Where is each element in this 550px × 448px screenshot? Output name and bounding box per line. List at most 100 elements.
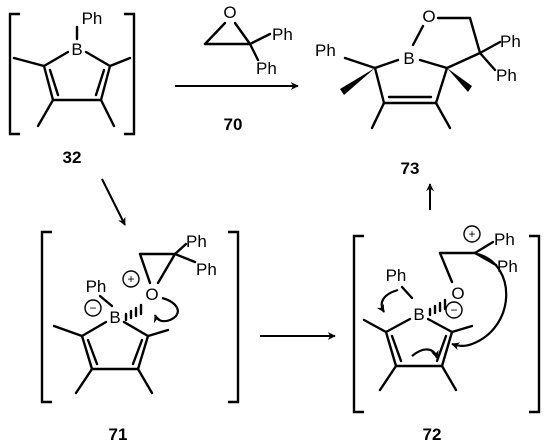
bond xyxy=(248,42,260,62)
double-bond xyxy=(94,68,106,97)
hashed-bond xyxy=(124,303,143,322)
bond xyxy=(343,56,377,70)
positive-charge-circle xyxy=(463,225,481,243)
methyl-bond xyxy=(362,318,388,334)
bond xyxy=(434,66,449,105)
positive-charge: + xyxy=(127,272,134,286)
boron-label: B xyxy=(109,308,120,327)
bracket-left-72 xyxy=(352,234,364,414)
bond xyxy=(445,51,482,70)
negative-charge: − xyxy=(89,301,96,315)
oxygen-label: O xyxy=(422,7,435,26)
curved-arrow xyxy=(153,296,179,324)
bond xyxy=(478,40,502,55)
methyl-bond xyxy=(74,367,94,395)
wedge-bond xyxy=(340,68,375,95)
curved-arrow xyxy=(411,348,439,359)
compound-number-70: 70 xyxy=(224,115,243,134)
bond xyxy=(248,32,272,46)
compound-73: O B Ph Ph Ph 73 xyxy=(315,7,521,178)
bond xyxy=(136,334,150,371)
negative-charge-circle xyxy=(84,299,102,317)
curved-arrow xyxy=(376,288,399,313)
bond xyxy=(80,320,108,338)
methyl-bond xyxy=(99,98,116,128)
phenyl-label: Ph xyxy=(272,25,293,44)
methyl-bond xyxy=(108,56,132,68)
double-bond xyxy=(131,338,144,366)
bond xyxy=(233,21,252,46)
bond xyxy=(373,66,386,105)
bond xyxy=(138,252,152,285)
bond xyxy=(99,64,112,102)
methyl-bond xyxy=(440,364,458,392)
phenyl-label: Ph xyxy=(497,257,518,276)
bond xyxy=(84,50,112,68)
compound-number-72: 72 xyxy=(423,425,442,444)
methyl-bond xyxy=(378,364,398,392)
negative-charge: − xyxy=(450,303,457,317)
boron-label: B xyxy=(413,305,424,324)
oxygen-label: O xyxy=(451,284,464,303)
bracket-right-71 xyxy=(228,230,240,404)
bond xyxy=(42,50,70,68)
positive-charge: + xyxy=(468,227,475,241)
methyl-bond xyxy=(136,367,154,395)
curved-arrow xyxy=(451,252,508,351)
bond xyxy=(384,330,398,368)
compound-number-71: 71 xyxy=(109,425,128,444)
boron-label: B xyxy=(403,49,414,68)
compound-number-32: 32 xyxy=(63,148,82,167)
phenyl-label: Ph xyxy=(86,277,107,296)
bond xyxy=(173,242,188,256)
bond xyxy=(373,58,400,70)
phenyl-label: Ph xyxy=(500,32,521,51)
double-bond xyxy=(390,334,403,363)
phenyl-label: Ph xyxy=(494,230,515,249)
positive-charge-circle xyxy=(122,270,140,288)
bond xyxy=(411,24,425,47)
phenyl-label: Ph xyxy=(186,232,207,251)
negative-charge-circle xyxy=(445,301,463,319)
phenyl-label: Ph xyxy=(82,9,103,28)
bracket-right-72 xyxy=(529,234,541,414)
bond xyxy=(173,252,197,264)
bond xyxy=(42,64,55,102)
bond xyxy=(418,58,449,70)
bond xyxy=(438,251,454,284)
bond xyxy=(440,330,454,368)
boron-label: B xyxy=(71,40,82,59)
bond xyxy=(400,285,414,300)
intermediate-71: Ph Ph + O Ph − B 71 xyxy=(40,230,240,444)
bracket-right-32 xyxy=(124,12,136,136)
phenyl-label: Ph xyxy=(196,260,217,279)
bond xyxy=(122,320,150,338)
phenyl-label: Ph xyxy=(315,41,336,60)
bond xyxy=(203,21,227,46)
methyl-bond xyxy=(146,328,170,338)
phenyl-label: Ph xyxy=(386,266,407,285)
hashed-bond xyxy=(428,298,447,317)
double-bond xyxy=(48,68,60,97)
methyl-bond xyxy=(450,324,474,334)
intermediate-72: + Ph Ph O − Ph B 72 xyxy=(352,225,541,444)
phenyl-label: Ph xyxy=(496,66,517,85)
bond xyxy=(468,16,482,55)
bond xyxy=(426,317,454,334)
bond xyxy=(384,317,412,334)
bond xyxy=(473,240,495,255)
oxygen-label: O xyxy=(145,285,158,304)
bracket-left-71 xyxy=(40,230,52,404)
compound-32: Ph B 32 xyxy=(8,9,136,167)
methyl-bond xyxy=(370,101,386,130)
double-bond xyxy=(86,338,99,366)
bond xyxy=(80,334,94,371)
wedge-bond xyxy=(447,68,472,92)
compound-number-73: 73 xyxy=(401,159,420,178)
methyl-bond xyxy=(12,56,46,68)
bracket-left-32 xyxy=(8,12,20,136)
methyl-bond xyxy=(434,101,452,130)
phenyl-label: Ph xyxy=(256,59,277,78)
oxygen-label: O xyxy=(223,3,236,22)
